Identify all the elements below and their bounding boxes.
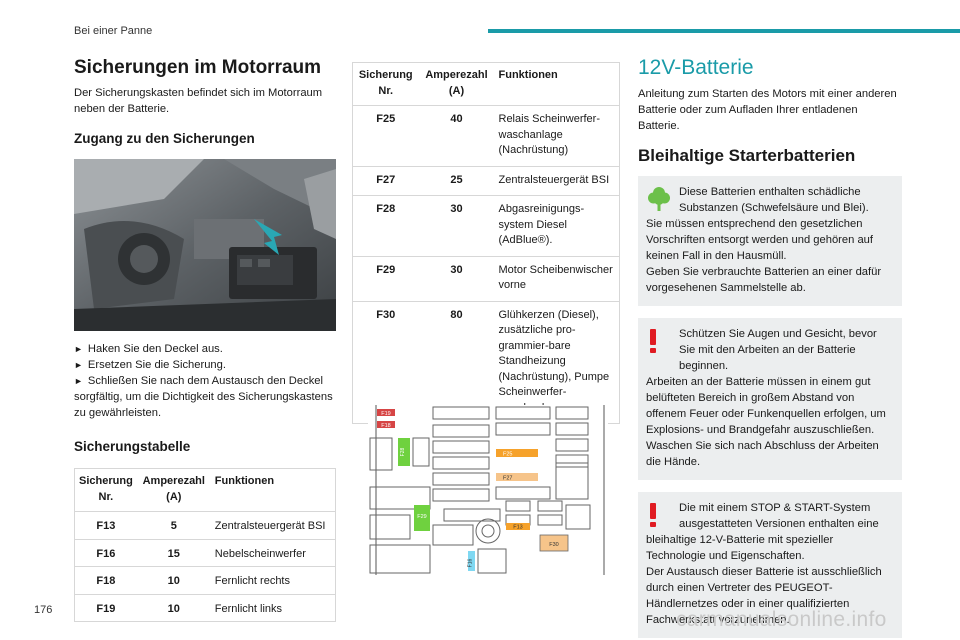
fuse-label-f19: F19 — [381, 411, 390, 417]
fuse-label-f13: F13 — [513, 525, 522, 531]
engine-bay-illustration — [74, 159, 336, 331]
section-title-fuses: Sicherungen im Motorraum — [74, 57, 322, 78]
column-left: Sicherungen im Motorraum Der Sicherungsk… — [74, 56, 336, 622]
fuse-table-2: Sicherung Nr. Amperezahl (A) Funktionen … — [352, 62, 620, 424]
fuse-label-f27: F27 — [503, 476, 512, 482]
section-title-battery: 12V-Batterie — [638, 56, 754, 79]
lead-battery-heading: Bleihaltige Starterbatterien — [638, 146, 856, 165]
environment-note-first: Diese Batterien enthalten schädliche Sub… — [679, 186, 869, 214]
column-middle: Sicherung Nr. Amperezahl (A) Funktionen … — [352, 62, 620, 424]
step-item: ►Ersetzen Sie die Sicherung. — [74, 359, 226, 371]
safety-warning-first: Schützen Sie Augen und Gesicht, bevor Si… — [679, 328, 877, 372]
arrow-right-icon: ► — [74, 376, 83, 386]
col-header-amp: Amperezahl (A) — [418, 62, 495, 106]
stop-start-warning-body-2: Der Austausch dieser Batterie ist aussch… — [646, 566, 882, 626]
fuse-box-svg: F19 F18 F28 F25 F27 F29 F13 F30 F16 — [368, 405, 608, 575]
fuse-label-f28: F28 — [400, 447, 406, 456]
col-header-nr: Sicherung Nr. — [352, 62, 419, 106]
arrow-right-icon: ► — [74, 360, 83, 370]
fuse-label-f30: F30 — [549, 542, 558, 548]
table-header-row: Sicherung Nr. Amperezahl (A) Funktionen — [352, 62, 620, 106]
table-header-row: Sicherung Nr. Amperezahl (A) Funktionen — [74, 468, 336, 512]
col-header-fn: Funktionen — [210, 468, 336, 512]
environment-note: Diese Batterien enthalten schädliche Sub… — [638, 176, 902, 306]
access-steps: ►Haken Sie den Deckel aus. ►Ersetzen Sie… — [74, 341, 336, 421]
col-header-fn: Funktionen — [494, 62, 620, 106]
fuse-label-f29: F29 — [417, 514, 426, 520]
col-header-nr: Sicherung Nr. — [74, 468, 137, 512]
safety-warning-body: Arbeiten an der Batterie müssen in einem… — [646, 376, 886, 436]
environment-note-body-2: Geben Sie verbrauchte Batterien an einer… — [646, 266, 882, 294]
page-number: 176 — [34, 604, 53, 616]
safety-warning: Schützen Sie Augen und Gesicht, bevor Si… — [638, 318, 902, 480]
fuse-label-f16: F16 — [468, 558, 474, 567]
col-header-amp: Amperezahl (A) — [136, 468, 211, 512]
stop-start-warning-first: Die mit einem STOP & START-System ausges… — [679, 502, 879, 530]
warning-exclamation-icon — [648, 502, 658, 533]
access-heading: Zugang zu den Sicherungen — [74, 131, 255, 146]
column-right: 12V-Batterie Anleitung zum Starten des M… — [638, 56, 902, 640]
engine-bay-photo — [74, 159, 336, 331]
fuse-table-1: Sicherung Nr. Amperezahl (A) Funktionen … — [74, 468, 336, 622]
fuses-intro: Der Sicherungskasten befindet sich im Mo… — [74, 87, 323, 115]
step-item: ►Schließen Sie nach dem Austausch den De… — [74, 375, 333, 419]
arrow-right-icon: ► — [74, 344, 83, 354]
fuse-label-f18: F18 — [381, 423, 390, 429]
fuse-box-diagram: F19 F18 F28 F25 F27 F29 F13 F30 F16 — [368, 405, 608, 575]
warning-exclamation-icon — [648, 328, 658, 359]
fuse-label-f25: F25 — [503, 452, 512, 458]
stop-start-warning: Die mit einem STOP & START-System ausges… — [638, 492, 902, 638]
tree-icon — [648, 186, 670, 217]
stop-start-warning-body: bleihaltige 12-V-Batterie mit spezieller… — [646, 534, 834, 562]
step-item: ►Haken Sie den Deckel aus. — [74, 343, 223, 355]
watermark: carmanualsonline.info — [676, 608, 887, 631]
fuse-table-heading: Sicherungstabelle — [74, 439, 191, 454]
safety-warning-body-2: Waschen Sie sich nach Abschluss der Arbe… — [646, 440, 879, 468]
battery-intro: Anleitung zum Starten des Motors mit ein… — [638, 88, 897, 132]
header-accent-bar — [488, 29, 960, 33]
environment-note-body: Sie müssen entsprechend den gesetzlichen… — [646, 218, 874, 262]
running-header: Bei einer Panne — [74, 25, 153, 37]
